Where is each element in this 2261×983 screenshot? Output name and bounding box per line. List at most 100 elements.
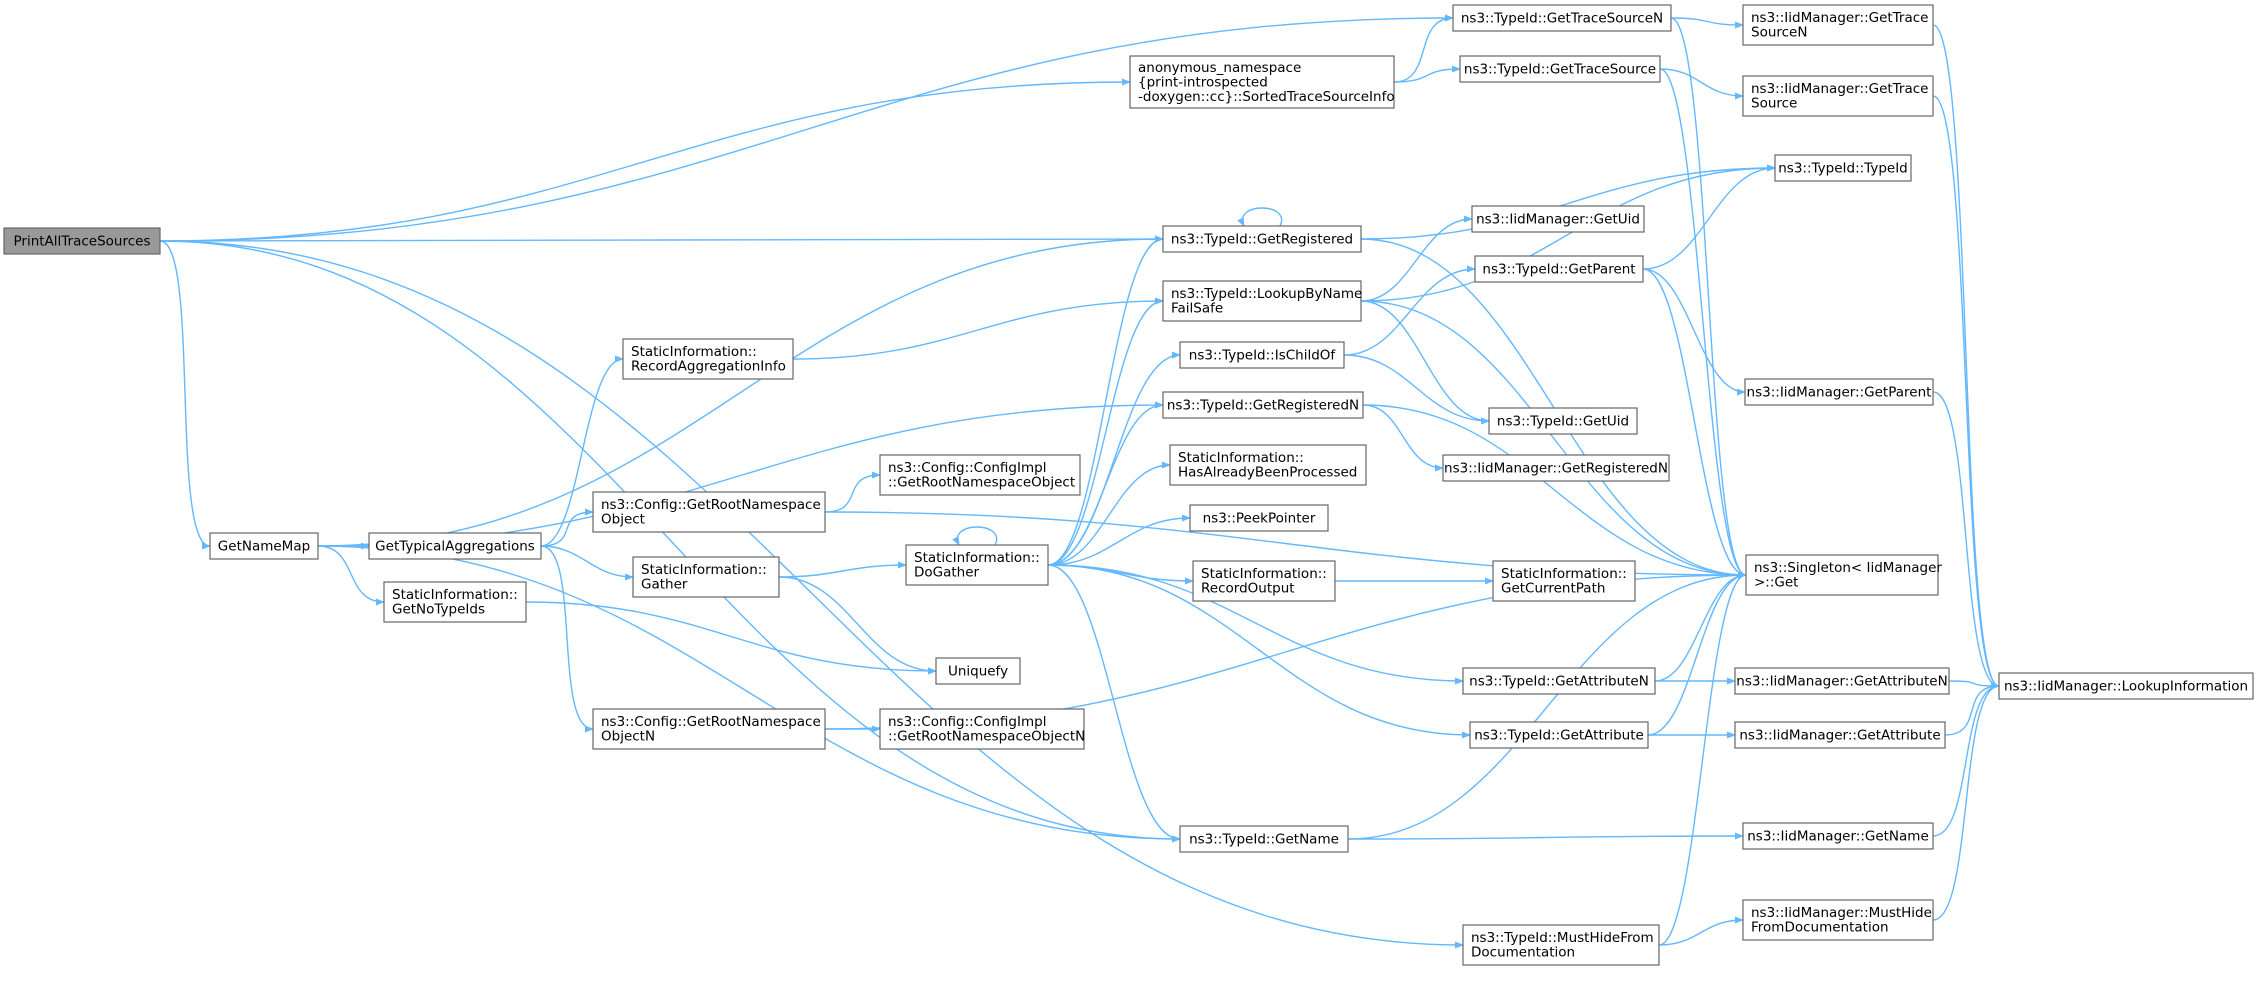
node-label: StaticInformation:: bbox=[392, 587, 518, 603]
node-label: ns3::TypeId::IsChildOf bbox=[1189, 347, 1337, 363]
node-label: ns3::Config::ConfigImpl bbox=[888, 714, 1046, 730]
node-box bbox=[1469, 721, 1649, 749]
node-label: ns3::Config::GetRootNamespace bbox=[601, 497, 821, 513]
node-box bbox=[632, 556, 780, 598]
node-iid-manager-get-parent[interactable]: ns3::IidManager::GetParent bbox=[1744, 378, 1934, 406]
node-label: ns3::IidManager::GetUid bbox=[1476, 211, 1640, 227]
node-iid-manager-get-attribute[interactable]: ns3::IidManager::GetAttribute bbox=[1734, 721, 1946, 749]
node-label: ns3::IidManager::LookupInformation bbox=[2004, 678, 2248, 694]
node-uniquefy[interactable]: Uniquefy bbox=[935, 657, 1021, 685]
node-type-id-type-id[interactable]: ns3::TypeId::TypeId bbox=[1774, 154, 1912, 182]
node-config-get-root-namespace-object[interactable]: ns3::Config::GetRootNamespaceObject bbox=[592, 491, 826, 533]
node-print-all-trace-sources[interactable]: PrintAllTraceSources bbox=[3, 227, 161, 255]
node-type-id-get-parent[interactable]: ns3::TypeId::GetParent bbox=[1474, 255, 1644, 283]
edge-do-gather-to-type-id-get-registered-n bbox=[1047, 401, 1164, 566]
edge-do-gather-to-type-id-get-registered bbox=[1047, 235, 1164, 566]
node-type-id-get-name[interactable]: ns3::TypeId::GetName bbox=[1179, 825, 1349, 853]
node-iid-manager-get-uid[interactable]: ns3::IidManager::GetUid bbox=[1471, 205, 1645, 233]
edge-type-id-get-registered-to-type-id-get-registered bbox=[1237, 207, 1283, 227]
node-label: ns3::TypeId::GetTraceSourceN bbox=[1461, 10, 1663, 26]
node-label: ns3::TypeId::GetRegistered bbox=[1171, 231, 1353, 247]
node-get-name-map[interactable]: GetNameMap bbox=[209, 532, 319, 560]
node-label: ::GetRootNamespaceObjectN bbox=[888, 729, 1085, 745]
node-iid-manager-get-attribute-n[interactable]: ns3::IidManager::GetAttributeN bbox=[1734, 667, 1950, 695]
node-label: StaticInformation:: bbox=[1501, 566, 1627, 582]
node-config-impl-get-root-namespace-object-n[interactable]: ns3::Config::ConfigImpl::GetRootNamespac… bbox=[879, 708, 1085, 750]
node-box bbox=[383, 581, 527, 623]
node-box bbox=[1492, 560, 1636, 602]
node-type-id-get-registered[interactable]: ns3::TypeId::GetRegistered bbox=[1162, 225, 1362, 253]
node-box bbox=[3, 227, 161, 255]
edges-layer bbox=[159, 14, 2000, 949]
node-label: StaticInformation:: bbox=[1178, 450, 1304, 466]
node-label: ns3::TypeId::TypeId bbox=[1778, 160, 1908, 176]
node-box bbox=[1129, 55, 1395, 109]
edge-do-gather-to-type-id-get-attribute bbox=[1047, 564, 1471, 739]
node-record-output[interactable]: StaticInformation::RecordOutput bbox=[1192, 560, 1336, 602]
edge-type-id-lookup-by-name-fail-safe-to-type-id-get-uid bbox=[1360, 300, 1490, 425]
node-iid-manager-get-trace-source-n[interactable]: ns3::IidManager::GetTraceSourceN bbox=[1742, 4, 1934, 46]
node-type-id-get-trace-source[interactable]: ns3::TypeId::GetTraceSource bbox=[1459, 55, 1661, 83]
node-label: StaticInformation:: bbox=[1201, 566, 1327, 582]
node-iid-manager-get-name[interactable]: ns3::IidManager::GetName bbox=[1742, 822, 1934, 850]
node-box bbox=[1742, 75, 1934, 117]
node-iid-manager-lookup-information[interactable]: ns3::IidManager::LookupInformation bbox=[1998, 672, 2254, 700]
node-label: Documentation bbox=[1471, 945, 1575, 961]
node-label: Gather bbox=[641, 577, 688, 593]
node-label: SourceN bbox=[1751, 25, 1807, 41]
node-get-current-path[interactable]: StaticInformation::GetCurrentPath bbox=[1492, 560, 1636, 602]
node-type-id-get-trace-source-n[interactable]: ns3::TypeId::GetTraceSourceN bbox=[1452, 4, 1672, 32]
node-get-typical-aggregations[interactable]: GetTypicalAggregations bbox=[368, 532, 542, 560]
node-box bbox=[935, 657, 1021, 685]
edge-get-typical-aggregations-to-gather bbox=[540, 545, 634, 581]
node-config-get-root-namespace-object-n[interactable]: ns3::Config::GetRootNamespaceObjectN bbox=[592, 708, 826, 750]
edge-iid-manager-get-trace-source-n-to-iid-manager-lookup-information bbox=[1932, 24, 2000, 690]
node-label: ns3::TypeId::GetRegisteredN bbox=[1167, 397, 1359, 413]
node-record-aggregation-info[interactable]: StaticInformation::RecordAggregationInfo bbox=[622, 338, 794, 380]
node-get-no-type-ids[interactable]: StaticInformation::GetNoTypeIds bbox=[383, 581, 527, 623]
edge-do-gather-to-type-id-get-name bbox=[1047, 564, 1181, 843]
node-label: {print-introspected bbox=[1138, 74, 1268, 90]
edge-do-gather-to-type-id-lookup-by-name-fail-safe bbox=[1047, 297, 1164, 566]
node-box bbox=[1162, 280, 1362, 322]
node-box bbox=[592, 708, 826, 750]
node-type-id-get-registered-n[interactable]: ns3::TypeId::GetRegisteredN bbox=[1162, 391, 1364, 419]
edge-type-id-lookup-by-name-fail-safe-to-type-id-type-id bbox=[1360, 164, 1776, 302]
node-type-id-get-uid[interactable]: ns3::TypeId::GetUid bbox=[1488, 407, 1638, 435]
edge-do-gather-to-type-id-get-attribute-n bbox=[1047, 564, 1464, 685]
node-box bbox=[592, 491, 826, 533]
node-box bbox=[1998, 672, 2254, 700]
edge-type-id-get-attribute-n-to-singleton-get bbox=[1654, 571, 1747, 682]
node-gather[interactable]: StaticInformation::Gather bbox=[632, 556, 780, 598]
node-label: ns3::IidManager::MustHide bbox=[1751, 905, 1932, 921]
node-box bbox=[1162, 391, 1364, 419]
node-box bbox=[1488, 407, 1638, 435]
node-iid-manager-must-hide-from-documentation[interactable]: ns3::IidManager::MustHideFromDocumentati… bbox=[1742, 899, 1934, 941]
node-has-already-been-processed[interactable]: StaticInformation::HasAlreadyBeenProcess… bbox=[1169, 444, 1367, 486]
edge-get-typical-aggregations-to-config-get-root-namespace-object-n bbox=[540, 545, 594, 733]
node-label: ns3::TypeId::GetName bbox=[1189, 831, 1339, 847]
node-do-gather[interactable]: StaticInformation::DoGather bbox=[905, 544, 1049, 586]
node-label: ns3::PeekPointer bbox=[1203, 510, 1316, 526]
edge-type-id-get-parent-to-iid-manager-get-parent bbox=[1642, 268, 1746, 396]
node-label: ns3::TypeId::GetParent bbox=[1482, 261, 1635, 277]
node-type-id-get-attribute[interactable]: ns3::TypeId::GetAttribute bbox=[1469, 721, 1649, 749]
edge-gather-to-do-gather bbox=[778, 561, 907, 578]
edge-type-id-get-attribute-to-singleton-get bbox=[1647, 571, 1747, 736]
edge-type-id-get-trace-source-to-singleton-get bbox=[1659, 68, 1747, 579]
node-singleton-get[interactable]: ns3::Singleton< IidManager>::Get bbox=[1745, 554, 1942, 596]
node-box bbox=[1442, 454, 1670, 482]
node-label: GetNameMap bbox=[218, 538, 310, 554]
node-peek-pointer[interactable]: ns3::PeekPointer bbox=[1189, 504, 1329, 532]
node-type-id-get-attribute-n[interactable]: ns3::TypeId::GetAttributeN bbox=[1462, 667, 1656, 695]
node-label: HasAlreadyBeenProcessed bbox=[1178, 465, 1357, 481]
node-iid-manager-get-registered-n[interactable]: ns3::IidManager::GetRegisteredN bbox=[1442, 454, 1670, 482]
node-label: ObjectN bbox=[601, 729, 655, 745]
node-label: RecordAggregationInfo bbox=[631, 359, 786, 375]
node-type-id-is-child-of[interactable]: ns3::TypeId::IsChildOf bbox=[1179, 341, 1345, 369]
node-iid-manager-get-trace-source[interactable]: ns3::IidManager::GetTraceSource bbox=[1742, 75, 1934, 117]
node-config-impl-get-root-namespace-object[interactable]: ns3::Config::ConfigImpl::GetRootNamespac… bbox=[879, 454, 1081, 496]
node-sorted-trace-source-info[interactable]: anonymous_namespace{print-introspected-d… bbox=[1129, 55, 1395, 109]
